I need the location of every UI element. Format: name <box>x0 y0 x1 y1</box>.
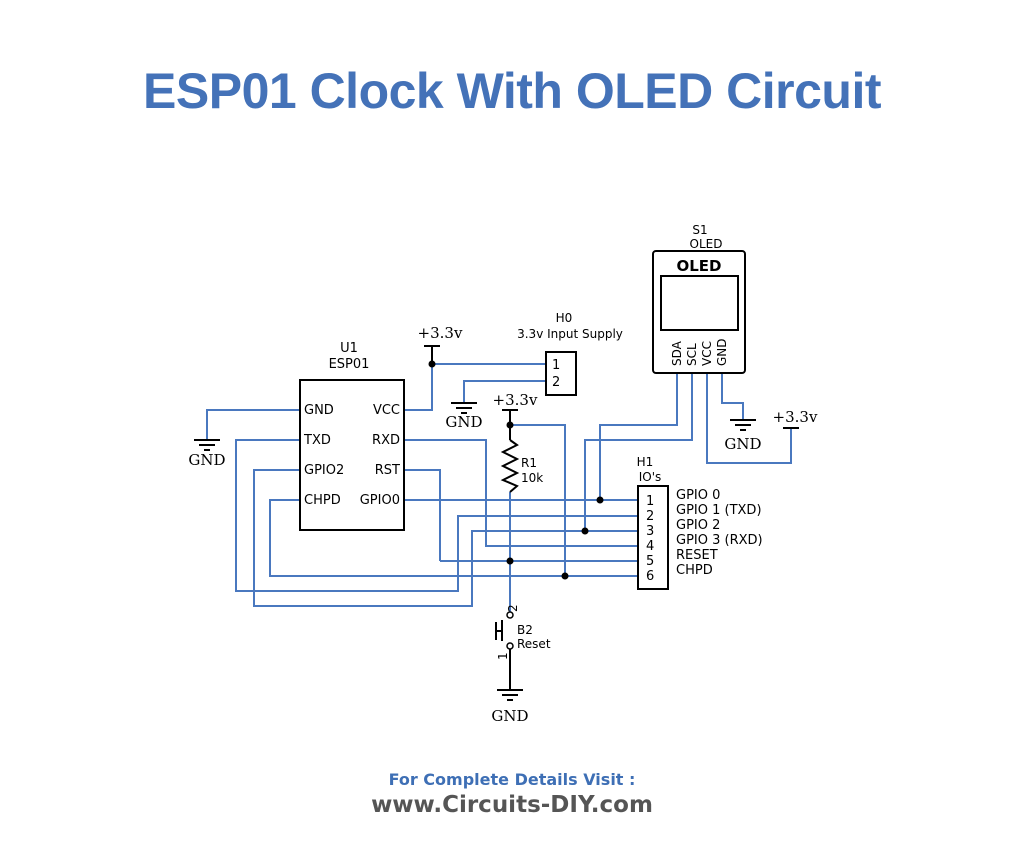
wire-u1-vcc <box>404 363 546 411</box>
u1-pin-right: VCC <box>373 403 400 418</box>
ground-symbol: GND <box>724 419 762 453</box>
b2-pin: 2 <box>506 604 520 612</box>
s1-designator: S1 <box>692 223 707 237</box>
wires <box>206 363 792 690</box>
gnd-label: GND <box>491 707 528 725</box>
wire-oled-sda <box>599 374 678 500</box>
h1-pin: 1 <box>646 494 654 509</box>
wire-rst <box>404 469 441 561</box>
u1-designator: U1 <box>340 341 358 356</box>
wire-oled-gnd <box>721 374 744 420</box>
h1-signal: RESET <box>676 548 718 563</box>
page-title: ESP01 Clock With OLED Circuit <box>143 63 881 119</box>
s1-name: OLED <box>690 237 723 251</box>
h0-body <box>545 351 577 396</box>
wire-rxd <box>404 439 638 547</box>
r1-designator: R1 <box>521 456 537 470</box>
h1-header: H1 IO's 1 2 3 4 5 6 GPIO 0 GPIO 1 (TXD) … <box>637 455 763 590</box>
h1-pin: 4 <box>646 539 654 554</box>
h1-signal: CHPD <box>676 563 713 578</box>
u1-pin-left: TXD <box>303 433 331 448</box>
ground-symbol: GND <box>491 689 529 725</box>
h1-pin: 3 <box>646 524 654 539</box>
vcc-symbol: +3.3v <box>773 408 818 429</box>
b2-pin: 1 <box>496 652 510 660</box>
ground-symbol: GND <box>445 402 483 431</box>
s1-screen <box>660 275 739 331</box>
vcc-label: +3.3v <box>773 408 818 426</box>
s1-oled-module: S1 OLED OLED SDA SCL VCC GND <box>652 223 746 374</box>
footer-caption: For Complete Details Visit : <box>388 770 636 789</box>
wire-u1-gnd <box>206 409 300 440</box>
b2-reset-button: 2 1 B2 Reset <box>495 604 551 660</box>
vcc-symbol: +3.3v <box>493 391 538 425</box>
u1-name: ESP01 <box>329 357 370 372</box>
vcc-label: +3.3v <box>493 391 538 409</box>
h1-signal: GPIO 2 <box>676 518 720 533</box>
gnd-label: GND <box>188 451 225 469</box>
wire-h0-gnd <box>463 380 546 403</box>
h0-name: 3.3v Input Supply <box>517 327 623 341</box>
h1-body <box>637 485 669 590</box>
r1-value: 10k <box>521 471 543 485</box>
vcc-label: +3.3v <box>418 324 463 342</box>
gnd-label: GND <box>445 413 482 431</box>
s1-body <box>652 250 746 374</box>
h1-designator: H1 <box>637 455 654 469</box>
u1-esp01: U1 ESP01 GND TXD GPIO2 CHPD VCC RXD RST … <box>299 341 405 531</box>
h0-connector: H0 3.3v Input Supply 1 2 <box>517 311 623 396</box>
h0-pin: 1 <box>552 358 560 373</box>
r1-resistor: R1 10k <box>500 425 543 493</box>
h1-signal: GPIO 3 (RXD) <box>676 533 763 548</box>
u1-pin-left: GPIO2 <box>304 463 344 478</box>
s1-pin: SCL <box>685 343 699 366</box>
u1-pin-left: CHPD <box>304 493 341 508</box>
h1-pin: 6 <box>646 569 654 584</box>
h1-signal: GPIO 1 (TXD) <box>676 503 762 518</box>
b2-designator: B2 <box>517 623 533 637</box>
h0-pin: 2 <box>552 375 560 390</box>
u1-pin-right: RXD <box>372 433 400 448</box>
wire-gpio2 <box>253 469 638 607</box>
b2-name: Reset <box>517 637 551 651</box>
u1-pin-left: GND <box>304 403 334 418</box>
h1-signal: GPIO 0 <box>676 488 720 503</box>
h1-pin: 2 <box>646 509 654 524</box>
h1-name: IO's <box>639 470 662 484</box>
s1-pin: GND <box>715 338 729 366</box>
u1-pin-right: GPIO0 <box>360 493 400 508</box>
s1-screen-label: OLED <box>676 257 721 275</box>
wire-pullup-chpd <box>510 424 566 576</box>
ground-symbol: GND <box>188 439 226 469</box>
h1-pin: 5 <box>646 554 654 569</box>
wire-chpd <box>269 499 638 577</box>
wire-txd <box>235 439 638 592</box>
u1-body <box>299 379 405 531</box>
wire-oled-vcc <box>706 374 792 464</box>
vcc-symbol: +3.3v <box>418 324 463 364</box>
s1-pin: SDA <box>670 340 684 366</box>
u1-pin-right: RST <box>375 463 400 478</box>
wire-oled-scl <box>584 374 693 531</box>
gnd-label: GND <box>724 435 761 453</box>
footer-website-link[interactable]: www.Circuits-DIY.com <box>371 792 653 818</box>
s1-pin: VCC <box>700 341 714 366</box>
h0-designator: H0 <box>556 311 573 325</box>
